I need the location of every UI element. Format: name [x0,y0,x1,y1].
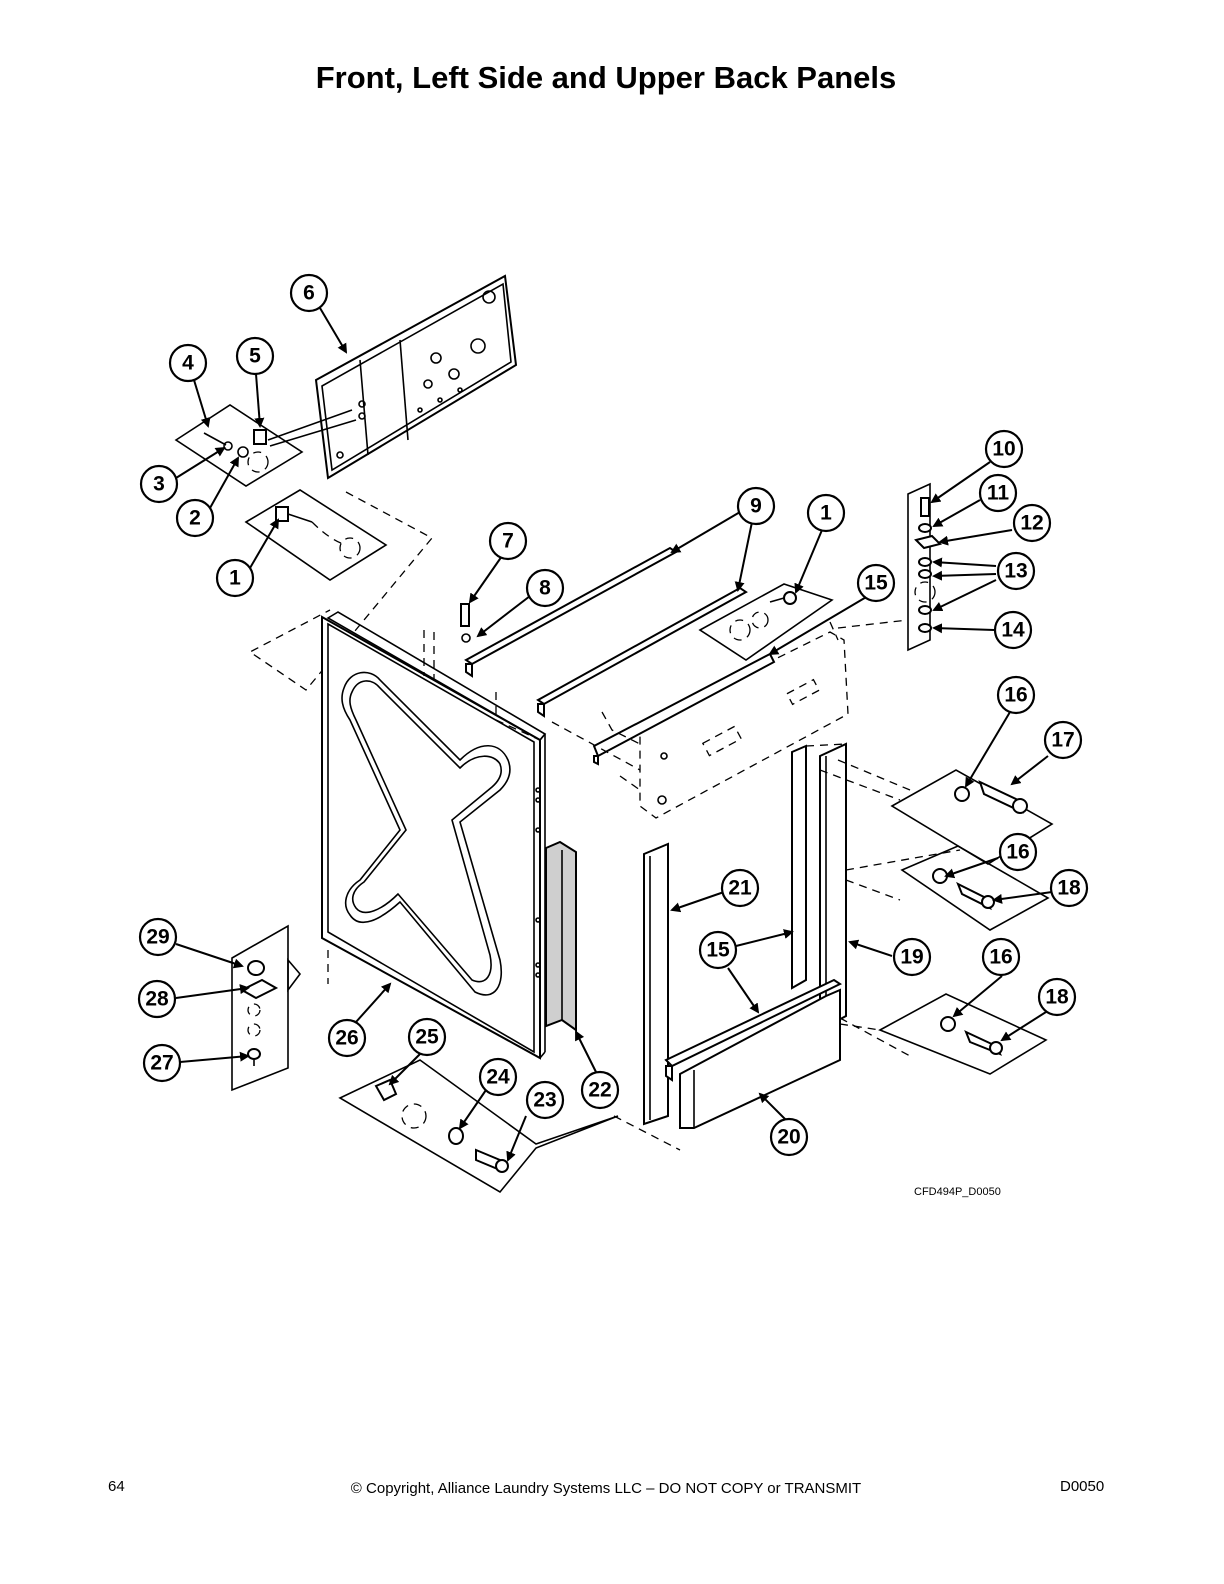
callout-15-upper: 15 [856,563,896,603]
upper-back-panel [314,274,518,480]
upper-rails [460,546,748,718]
svg-text:16: 16 [989,946,1012,969]
page-number: 64 [108,1478,125,1495]
fastener-stack-right [907,482,942,652]
svg-text:8: 8 [539,577,551,600]
svg-text:21: 21 [728,877,752,900]
callout-4: 4 [168,343,208,383]
svg-text:18: 18 [1057,877,1081,900]
callout-14: 14 [993,610,1033,650]
callout-12: 12 [1012,503,1052,543]
callout-11: 11 [978,473,1018,513]
figure-code: CFD494P_D0050 [914,1186,1001,1198]
svg-text:20: 20 [777,1126,800,1149]
svg-text:24: 24 [486,1066,510,1089]
svg-text:23: 23 [533,1089,556,1112]
svg-text:1: 1 [820,502,832,525]
callout-1-right: 1 [806,493,846,533]
svg-text:6: 6 [303,282,315,305]
fastener-detail-box-bottom [338,1059,619,1194]
fastener-detail-box-16-18b [878,993,1048,1075]
svg-text:26: 26 [335,1027,358,1050]
svg-text:17: 17 [1051,729,1074,752]
document-code: D0050 [1060,1478,1105,1495]
callout-25: 25 [407,1017,447,1057]
side-trim-strip [545,840,577,1032]
callout-29: 29 [138,917,178,957]
svg-text:5: 5 [249,345,261,368]
leader-lines [175,307,1053,1162]
callout-15-lower: 15 [698,930,738,970]
control-panel-area [592,631,849,819]
callout-27: 27 [142,1043,182,1083]
svg-text:22: 22 [588,1079,611,1102]
callout-7: 7 [488,521,528,561]
svg-text:18: 18 [1045,986,1069,1009]
callout-13: 13 [996,551,1036,591]
svg-text:2: 2 [189,507,201,530]
svg-text:19: 19 [900,946,923,969]
callout-1-left: 1 [215,558,255,598]
projection-line [248,491,434,691]
callout-10: 10 [984,429,1024,469]
callout-18-b: 18 [1037,977,1077,1017]
callout-26: 26 [327,1018,367,1058]
callout-17: 17 [1043,720,1083,760]
svg-text:10: 10 [992,438,1015,461]
callout-16-c: 16 [981,937,1021,977]
callout-3: 3 [139,464,179,504]
svg-text:28: 28 [145,988,169,1011]
fastener-detail-box-left [244,489,388,581]
callout-6: 6 [289,273,329,313]
page-title: Front, Left Side and Upper Back Panels [315,60,897,95]
svg-text:14: 14 [1001,619,1025,642]
fastener-detail-box-right [698,583,834,661]
callout-16-a: 16 [996,675,1036,715]
svg-text:3: 3 [153,473,165,496]
svg-text:9: 9 [750,495,762,518]
copyright-notice: © Copyright, Alliance Laundry Systems LL… [350,1480,862,1497]
callout-22: 22 [580,1070,620,1110]
fastener-detail-box-16-17 [890,769,1054,865]
callout-9: 9 [736,486,776,526]
callout-23: 23 [525,1080,565,1120]
svg-text:16: 16 [1006,841,1029,864]
fastener-detail-box-16-18a [900,845,1050,931]
svg-text:15: 15 [706,939,730,962]
callout-2: 2 [175,498,215,538]
callout-18-a: 18 [1049,868,1089,908]
svg-text:7: 7 [502,530,514,553]
fastener-detail-box-upper [174,404,357,487]
callout-21: 21 [720,868,760,908]
svg-text:29: 29 [146,926,169,949]
leveling-foot-detail-box [231,924,302,1092]
svg-text:11: 11 [987,482,1010,505]
svg-text:12: 12 [1020,512,1043,535]
callout-24: 24 [478,1057,518,1097]
svg-text:16: 16 [1004,684,1027,707]
callout-28: 28 [137,979,177,1019]
svg-text:4: 4 [182,352,194,375]
callout-19: 19 [892,937,932,977]
callout-20: 20 [769,1117,809,1157]
svg-text:15: 15 [864,572,888,595]
callout-8: 8 [525,568,565,608]
front-frame [643,742,847,1129]
svg-text:25: 25 [415,1026,439,1049]
callout-5: 5 [235,336,275,376]
svg-text:27: 27 [150,1052,173,1075]
svg-text:1: 1 [229,567,241,590]
callout-16-b: 16 [998,832,1038,872]
svg-text:13: 13 [1004,560,1027,583]
